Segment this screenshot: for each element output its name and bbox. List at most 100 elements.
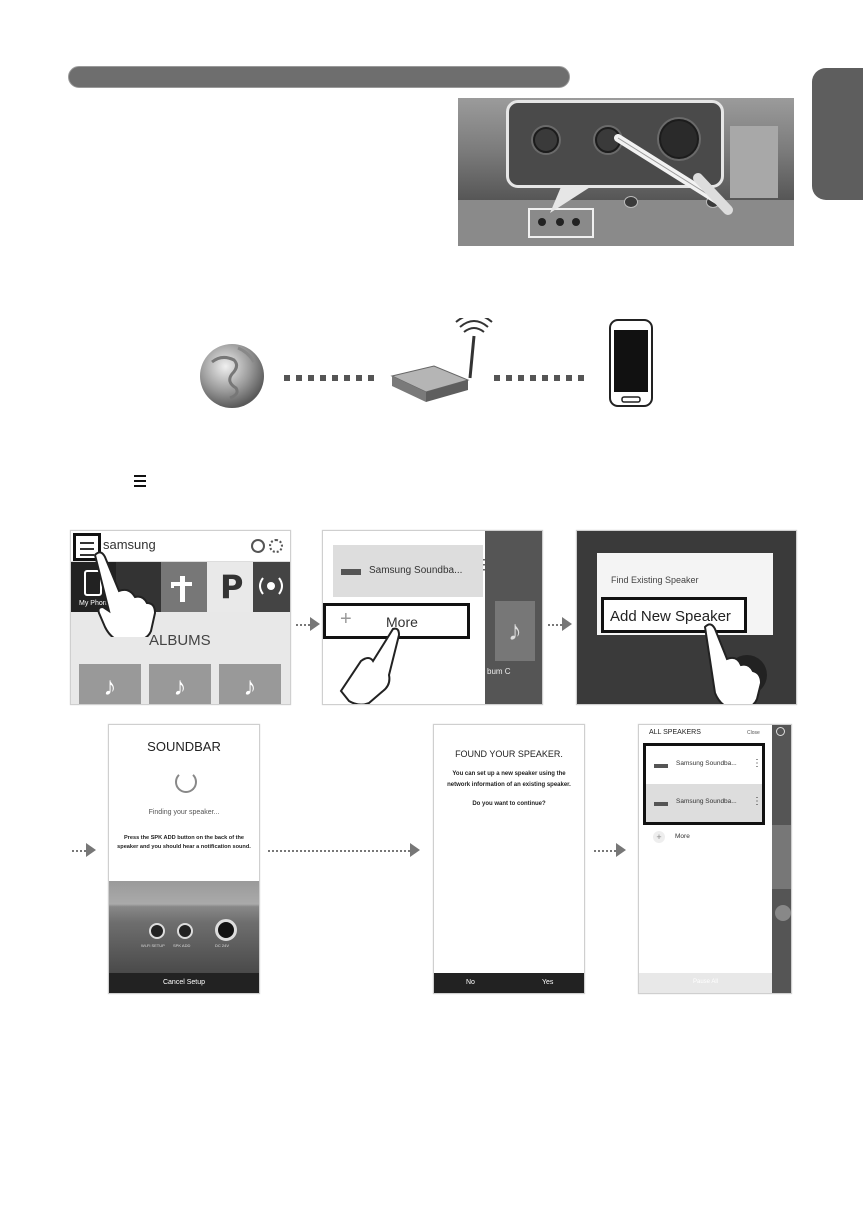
album-thumb[interactable]: ♪ xyxy=(219,664,281,704)
tapping-hand-icon xyxy=(339,627,401,704)
arrow-head-icon xyxy=(562,617,572,631)
no-button[interactable]: No xyxy=(466,979,475,986)
menu-button[interactable] xyxy=(73,533,101,561)
background-app: ♪ bum C xyxy=(485,531,542,704)
kebab-menu-icon[interactable]: ⋮ xyxy=(752,758,762,769)
speakers-list: Samsung Soundba... ⋮ Samsung Soundba... … xyxy=(643,743,765,825)
more-button[interactable]: + More xyxy=(649,829,769,849)
speaker-row[interactable]: Samsung Soundba... ⋮ xyxy=(646,746,762,784)
arrow-head-icon xyxy=(410,843,420,857)
section-header-bar xyxy=(68,66,570,88)
soundbar-icon xyxy=(654,764,668,768)
yes-button[interactable]: Yes xyxy=(542,979,554,986)
search-icon[interactable] xyxy=(251,539,265,553)
find-existing-speaker-option[interactable]: Find Existing Speaker xyxy=(611,575,699,585)
arrow-head-icon xyxy=(310,617,320,631)
smartphone-icon xyxy=(609,319,653,407)
dialog-footer: No Yes xyxy=(434,973,584,993)
found-message-line: network information of an existing speak… xyxy=(447,782,571,788)
tile-label: My Phone xyxy=(79,600,111,607)
gear-icon[interactable] xyxy=(269,539,283,553)
speaker-name: Samsung Soundba... xyxy=(369,565,463,576)
add-speaker-dialog-screen: Find Existing Speaker Add New Speaker xyxy=(576,530,797,705)
step-arrow xyxy=(268,850,410,852)
rear-panel-image: Wi-Fi SETUP SPK ADD DC 24V xyxy=(109,881,259,973)
pen-icon xyxy=(614,134,733,215)
add-new-speaker-option[interactable]: Add New Speaker xyxy=(601,597,747,633)
port-highlight-box xyxy=(528,208,594,238)
language-side-tab xyxy=(812,68,863,200)
step-arrow xyxy=(296,624,310,626)
finding-status: Finding your speaker... xyxy=(148,809,220,816)
cancel-setup-label: Cancel Setup xyxy=(162,979,206,986)
setup-title: SOUNDBAR xyxy=(147,739,221,754)
more-label: More xyxy=(675,833,690,840)
rear-plate xyxy=(730,126,778,198)
hamburger-menu-icon xyxy=(134,474,146,488)
speaker-row[interactable]: Samsung Soundba... ⋮ xyxy=(333,545,491,597)
wifi-setup-port xyxy=(533,127,559,153)
speaker-row[interactable]: Samsung Soundba... ⋮ xyxy=(646,784,762,822)
tunein-tile[interactable] xyxy=(161,562,207,612)
plus-icon: + xyxy=(340,608,352,630)
tapping-hand-icon xyxy=(703,623,763,704)
port-inset-callout xyxy=(506,100,724,188)
found-message-line: You can set up a new speaker using the xyxy=(452,771,566,777)
kebab-menu-icon[interactable]: ⋮ xyxy=(752,796,762,807)
step-arrow xyxy=(548,624,562,626)
albums-heading: ALBUMS xyxy=(149,632,211,649)
dc-power-port xyxy=(215,919,237,941)
speaker-name: Samsung Soundba... xyxy=(676,760,737,767)
pause-all-button[interactable]: Pause All xyxy=(639,973,772,993)
pandora-tile[interactable]: P xyxy=(207,562,253,612)
app-home-screen: samsung My Phone P ALBUMS ♪ ♪ ♪ xyxy=(70,530,291,705)
callout-pointer xyxy=(550,182,598,213)
search-icon xyxy=(776,727,785,736)
add-new-speaker-label: Add New Speaker xyxy=(610,608,731,625)
kebab-menu-icon[interactable]: ⋮ xyxy=(477,556,491,572)
instruction-line: speaker and you should hear a notificati… xyxy=(117,844,251,850)
tapping-hand-icon xyxy=(93,551,157,637)
more-label: More xyxy=(386,614,418,630)
arrow-head-icon xyxy=(616,843,626,857)
albums-area: ALBUMS ♪ ♪ ♪ xyxy=(71,612,290,704)
speaker-name: Samsung Soundba... xyxy=(676,798,737,805)
arrow-head-icon xyxy=(86,843,96,857)
globe-icon xyxy=(200,344,264,408)
cancel-setup-button[interactable]: Cancel Setup xyxy=(109,973,259,993)
all-speakers-header: ALL SPEAKERS xyxy=(649,729,701,736)
screw-hole xyxy=(624,196,638,208)
speaker-menu-screen: ♪ bum C Samsung Soundba... ⋮ + More xyxy=(322,530,543,705)
soundbar-icon xyxy=(341,569,361,575)
found-title: FOUND YOUR SPEAKER. xyxy=(455,749,563,759)
network-diagram xyxy=(200,318,653,408)
dc-power-port xyxy=(659,119,699,159)
soundbar-rear-body xyxy=(458,200,794,246)
instruction-line: Press the SPK ADD button on the back of … xyxy=(123,835,245,841)
soundbar-icon xyxy=(654,802,668,806)
album-thumb[interactable]: ♪ xyxy=(149,664,211,704)
iheart-tile[interactable] xyxy=(253,562,290,612)
port-label: Wi-Fi SETUP xyxy=(141,943,165,948)
pandora-letter: P xyxy=(220,568,244,606)
wifi-setup-port xyxy=(149,923,165,939)
album-thumb[interactable]: ♪ xyxy=(79,664,141,704)
found-question: Do you want to continue? xyxy=(472,801,546,807)
spk-add-port xyxy=(177,923,193,939)
loading-spinner-icon xyxy=(175,771,197,793)
pause-all-label: Pause All xyxy=(692,979,719,985)
all-speakers-screen: ALL SPEAKERS Close Samsung Soundba... ⋮ … xyxy=(638,724,792,994)
port-label: SPK ADD xyxy=(173,943,191,948)
app-title: samsung xyxy=(103,537,156,552)
step-arrow xyxy=(594,850,616,852)
background-app xyxy=(772,725,791,993)
router-icon xyxy=(390,318,493,402)
port-label: DC 24V xyxy=(215,943,230,948)
found-speaker-screen: FOUND YOUR SPEAKER. You can set up a new… xyxy=(433,724,585,994)
radio-icon xyxy=(259,577,283,595)
rear-panel-photo xyxy=(458,98,794,246)
step-arrow xyxy=(72,850,86,852)
plus-icon: + xyxy=(653,831,665,843)
close-button[interactable]: Close xyxy=(747,730,760,736)
album-caption: bum C xyxy=(487,667,511,676)
